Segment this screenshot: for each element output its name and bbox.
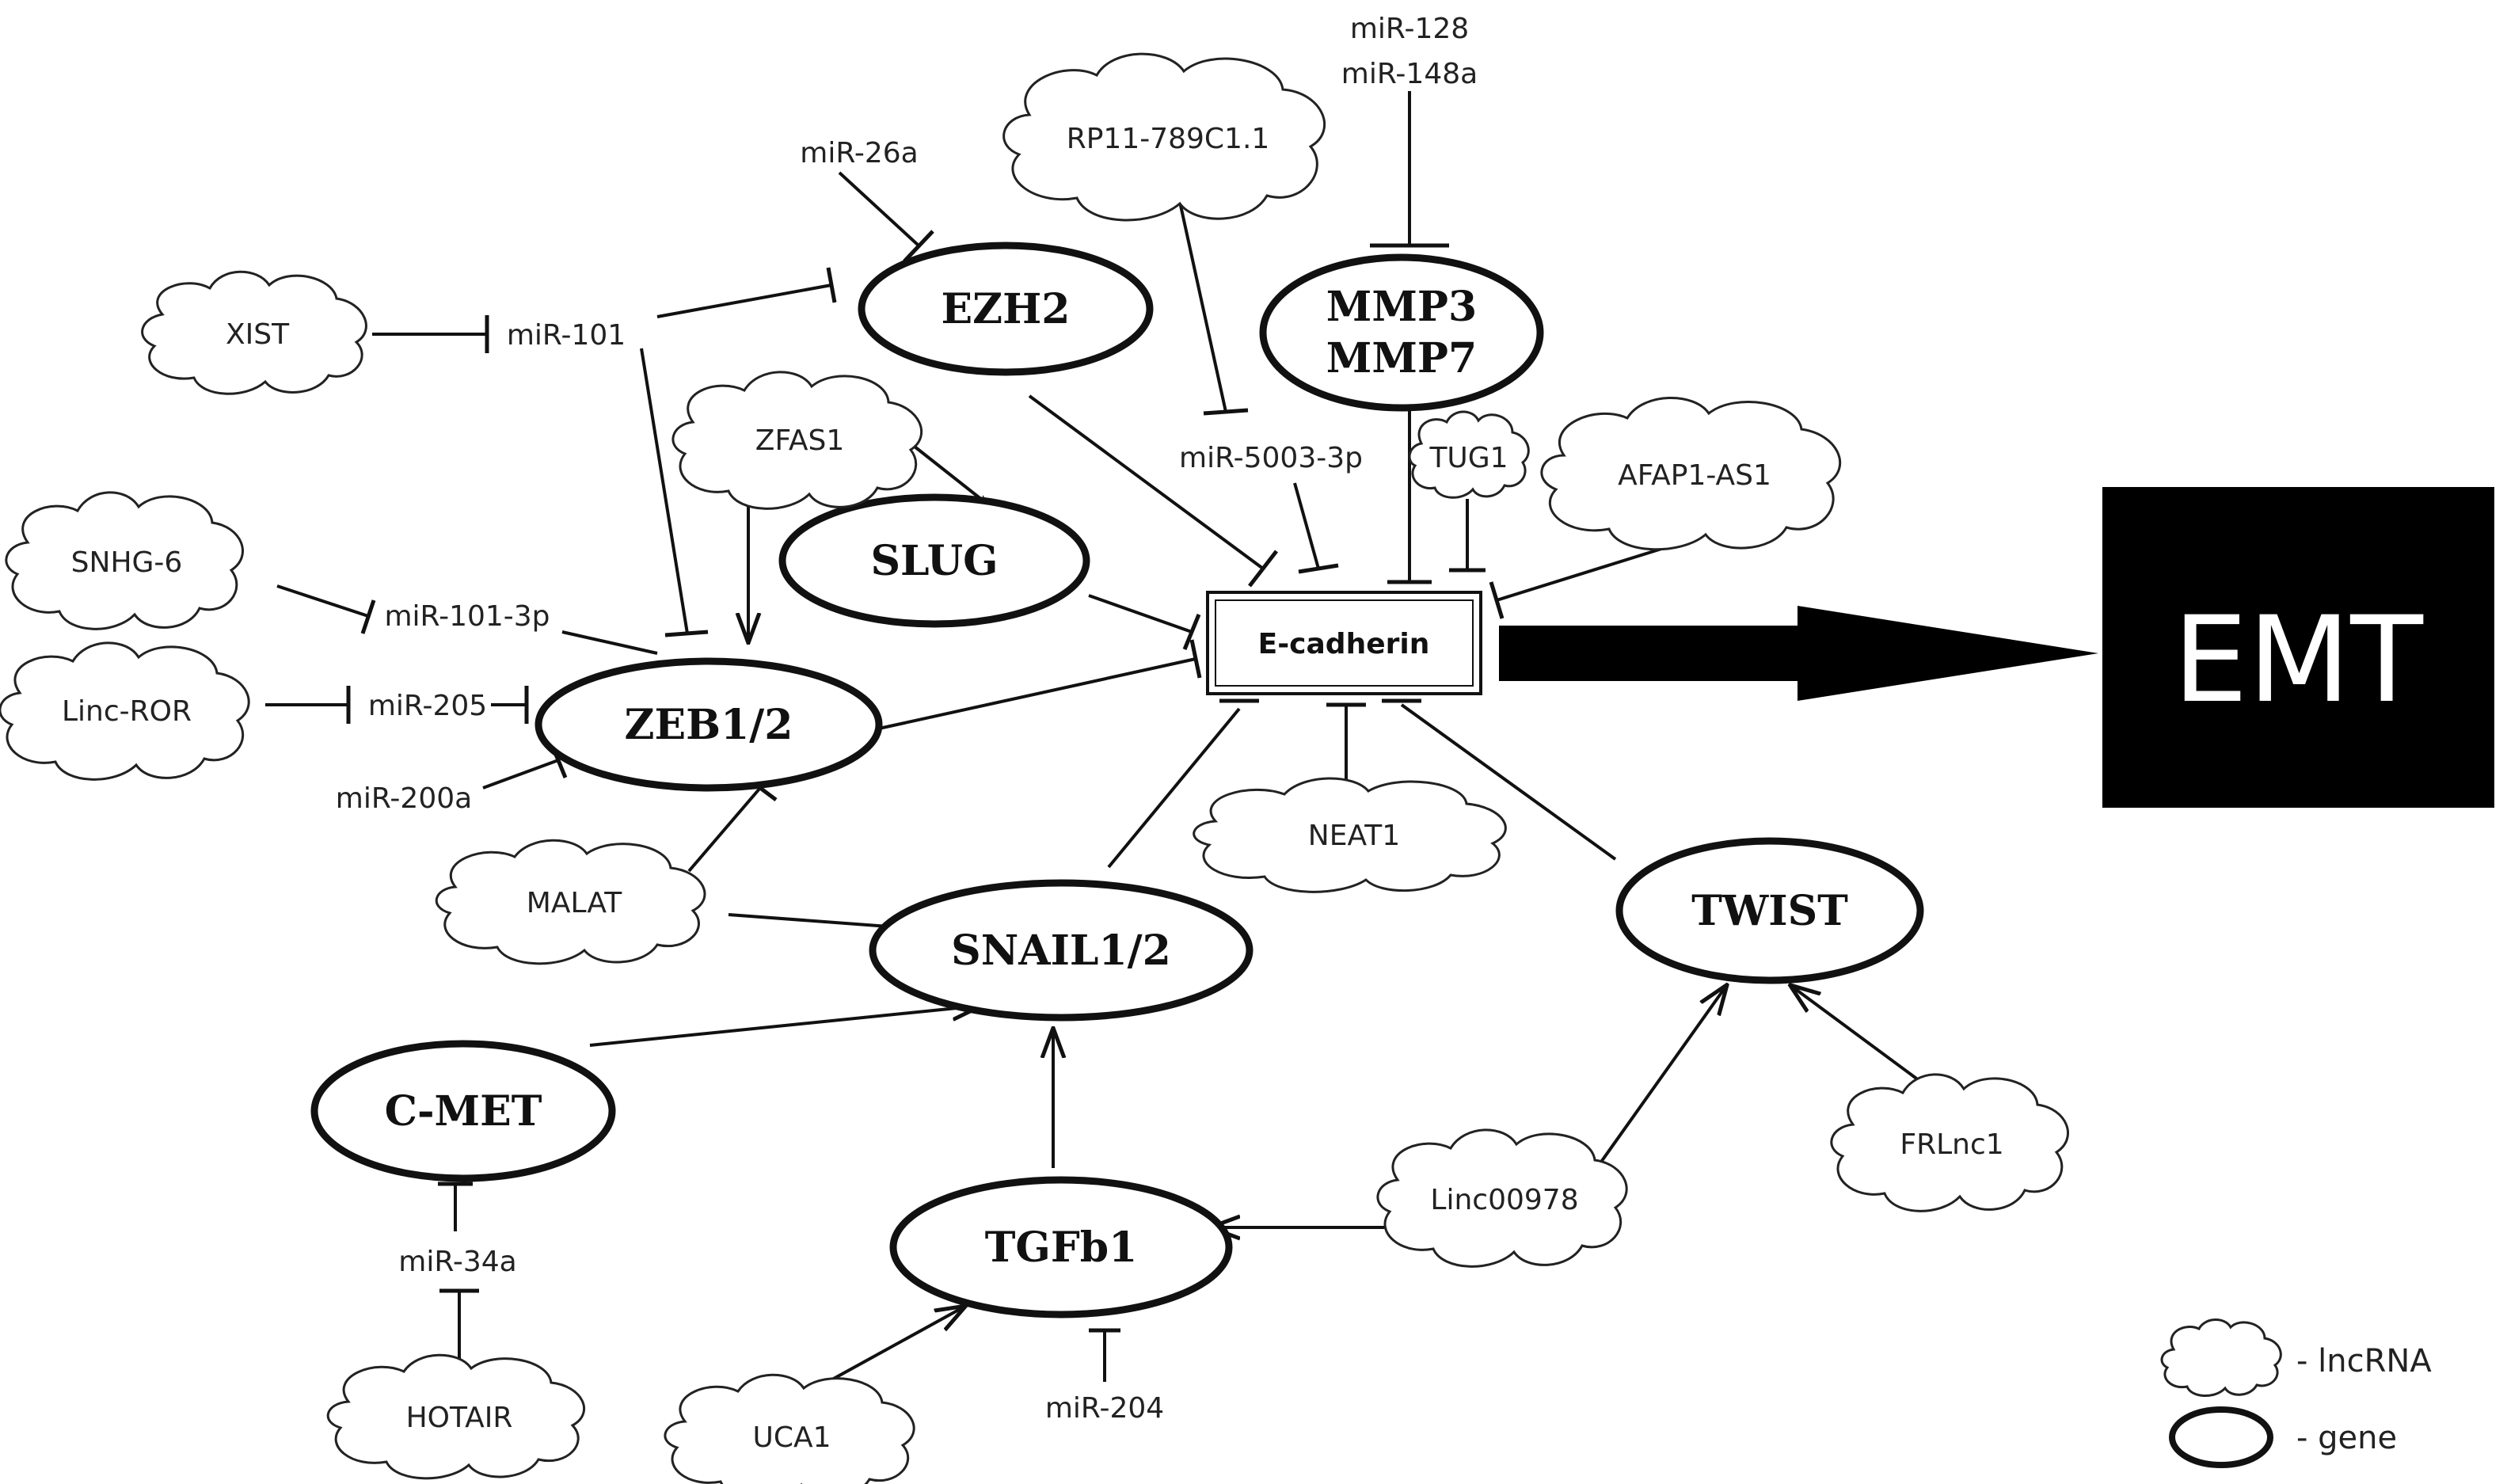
lncrna-node-afap1: AFAP1-AS1 — [1540, 397, 1842, 551]
lncrna-label-rp11: RP11-789C1.1 — [1067, 123, 1270, 155]
gene-label-tgfb1: TGFb1 — [985, 1223, 1138, 1272]
bar-snhg6-mir1013p — [360, 599, 376, 634]
emt-box — [2102, 487, 2494, 808]
edge-malat-zeb — [687, 786, 762, 873]
lncrna-label-xist: XIST — [226, 318, 290, 351]
gene-label-twist: TWIST — [1691, 887, 1848, 935]
edge-mir5003-ecad — [1293, 482, 1320, 569]
gene-node-snail: SNAIL1/2 — [869, 879, 1254, 1022]
gene-label-ezh2: EZH2 — [942, 285, 1071, 333]
gene-label-mmp3: MMP3 — [1326, 283, 1477, 331]
gene-label-mmp7: MMP7 — [1326, 334, 1477, 382]
gene-nodes: EZH2 MMP3 MMP7 SLUG ZEB1/2 SNAIL1/2 TWIS… — [310, 242, 1924, 1318]
mirna-label-mir5003: miR-5003-3p — [1179, 442, 1363, 474]
gene-label-zeb: ZEB1/2 — [625, 701, 793, 749]
lncrna-node-rp11: RP11-789C1.1 — [1002, 52, 1326, 222]
ecadherin-box-inner — [1215, 599, 1474, 687]
legend-gene-item: - gene — [2169, 1406, 2397, 1468]
lncrna-label-hotair: HOTAIR — [406, 1402, 513, 1434]
edge-mir101-ezh2 — [656, 283, 832, 318]
bar-mir101-zeb — [664, 630, 709, 637]
bar-zeb-ecad — [1189, 639, 1202, 679]
bar-ezh2-ecad — [1248, 550, 1278, 588]
lncrna-node-xist: XIST — [141, 270, 367, 395]
bar-mir5003-ecad — [1298, 563, 1339, 574]
lncrna-node-hotair: HOTAIR — [326, 1353, 586, 1480]
mirna-labels: miR-26a miR-101 miR-128 miR-148a miR-500… — [336, 13, 1478, 1425]
edge-mir1013p-zeb — [561, 630, 658, 655]
legend-gene-symbol — [2169, 1406, 2273, 1468]
lncrna-label-uca1: UCA1 — [752, 1421, 831, 1454]
bar-mir101-ezh2 — [826, 267, 837, 303]
mirna-label-mir148a: miR-148a — [1341, 58, 1478, 90]
lncrna-label-neat1: NEAT1 — [1308, 820, 1400, 852]
legend-lncrna-label: - lncRNA — [2296, 1343, 2432, 1379]
bar-rp11-mir5003 — [1203, 408, 1249, 416]
gene-node-ezh2: EZH2 — [858, 242, 1154, 376]
edge-snail-ecad — [1107, 707, 1241, 869]
bar-mir26a-ezh2 — [903, 230, 934, 263]
edge-linc00978-twist — [1598, 986, 1726, 1166]
lncrna-node-neat1: NEAT1 — [1193, 777, 1507, 893]
lncrna-label-afap1: AFAP1-AS1 — [1618, 459, 1771, 492]
lncrna-node-malat: MALAT — [435, 839, 706, 965]
edge-mir200a-zeb — [482, 759, 559, 790]
gene-node-zeb: ZEB1/2 — [534, 657, 883, 792]
lncrna-node-linc00978: Linc00978 — [1376, 1128, 1628, 1268]
gene-node-cmet: C-MET — [310, 1040, 616, 1182]
lncrna-node-snhg6: SNHG-6 — [5, 491, 244, 630]
gene-node-slug: SLUG — [778, 493, 1090, 628]
legend-lncrna-item: - lncRNA — [2160, 1318, 2432, 1398]
lncrna-node-tug1: TUG1 — [1408, 410, 1530, 499]
edge-slug-ecad — [1088, 594, 1193, 634]
emt-label: EMT — [2173, 592, 2424, 729]
edges — [265, 91, 1953, 1403]
gene-label-cmet: C-MET — [385, 1087, 542, 1136]
lncrna-nodes: XIST RP11-789C1.1 ZFAS1 TUG1 AFAP1-AS1 S… — [0, 52, 2069, 1484]
gene-node-twist: TWIST — [1615, 837, 1924, 984]
lncrna-label-lincror: Linc-ROR — [62, 695, 192, 728]
gene-node-mmp3-mmp7: MMP3 MMP7 — [1259, 253, 1544, 412]
edge-cmet-snail — [589, 1006, 980, 1047]
lncrna-label-snhg6: SNHG-6 — [71, 546, 183, 579]
gene-label-slug: SLUG — [870, 537, 998, 585]
bar-afap1-ecad — [1489, 581, 1505, 619]
mirna-label-mir26a: miR-26a — [800, 137, 918, 169]
edge-twist-ecad — [1400, 703, 1617, 861]
edge-rp11-mir5003 — [1178, 201, 1227, 413]
mirna-label-mir205: miR-205 — [368, 690, 487, 722]
edge-zeb-ecad — [878, 657, 1196, 730]
lncrna-node-lincror: Linc-ROR — [0, 641, 250, 781]
gene-node-tgfb1: TGFb1 — [889, 1176, 1233, 1318]
lncrna-label-linc00978: Linc00978 — [1430, 1184, 1578, 1216]
gene-label-snail: SNAIL1/2 — [951, 927, 1171, 975]
bar-slug-ecad — [1182, 614, 1201, 650]
lncrna-label-tug1: TUG1 — [1428, 442, 1508, 474]
lncrna-node-frlnc1: FRLnc1 — [1830, 1073, 2069, 1212]
edge-mir101-zeb — [640, 348, 689, 634]
mirna-label-mir34a: miR-34a — [398, 1246, 516, 1278]
mirna-label-mir101-3p: miR-101-3p — [384, 600, 550, 633]
mirna-label-mir200a: miR-200a — [336, 782, 472, 815]
mirna-label-mir204: miR-204 — [1045, 1392, 1164, 1425]
ecadherin-box-outer — [1206, 591, 1482, 695]
edge-ezh2-ecad — [1028, 394, 1265, 570]
lncrna-label-malat: MALAT — [527, 887, 622, 919]
lncrna-label-frlnc1: FRLnc1 — [1900, 1128, 2003, 1161]
lncrna-label-zfas1: ZFAS1 — [755, 424, 844, 457]
ecadherin-label: E-cadherin — [1258, 628, 1430, 660]
lncrna-node-zfas1: ZFAS1 — [671, 371, 923, 510]
mirna-label-mir101: miR-101 — [507, 319, 626, 352]
mirna-label-mir128: miR-128 — [1350, 13, 1469, 45]
edge-snhg6-mir1013p — [276, 584, 369, 618]
legend-gene-label: - gene — [2296, 1420, 2397, 1456]
emt-arrow — [1499, 606, 2098, 701]
legend: - lncRNA - gene — [2160, 1318, 2432, 1468]
edge-mir26a-ezh2 — [838, 171, 920, 247]
edge-zfas1-slug — [909, 442, 986, 504]
lncrna-node-uca1: UCA1 — [664, 1373, 915, 1484]
legend-lncrna-symbol — [2160, 1318, 2282, 1398]
